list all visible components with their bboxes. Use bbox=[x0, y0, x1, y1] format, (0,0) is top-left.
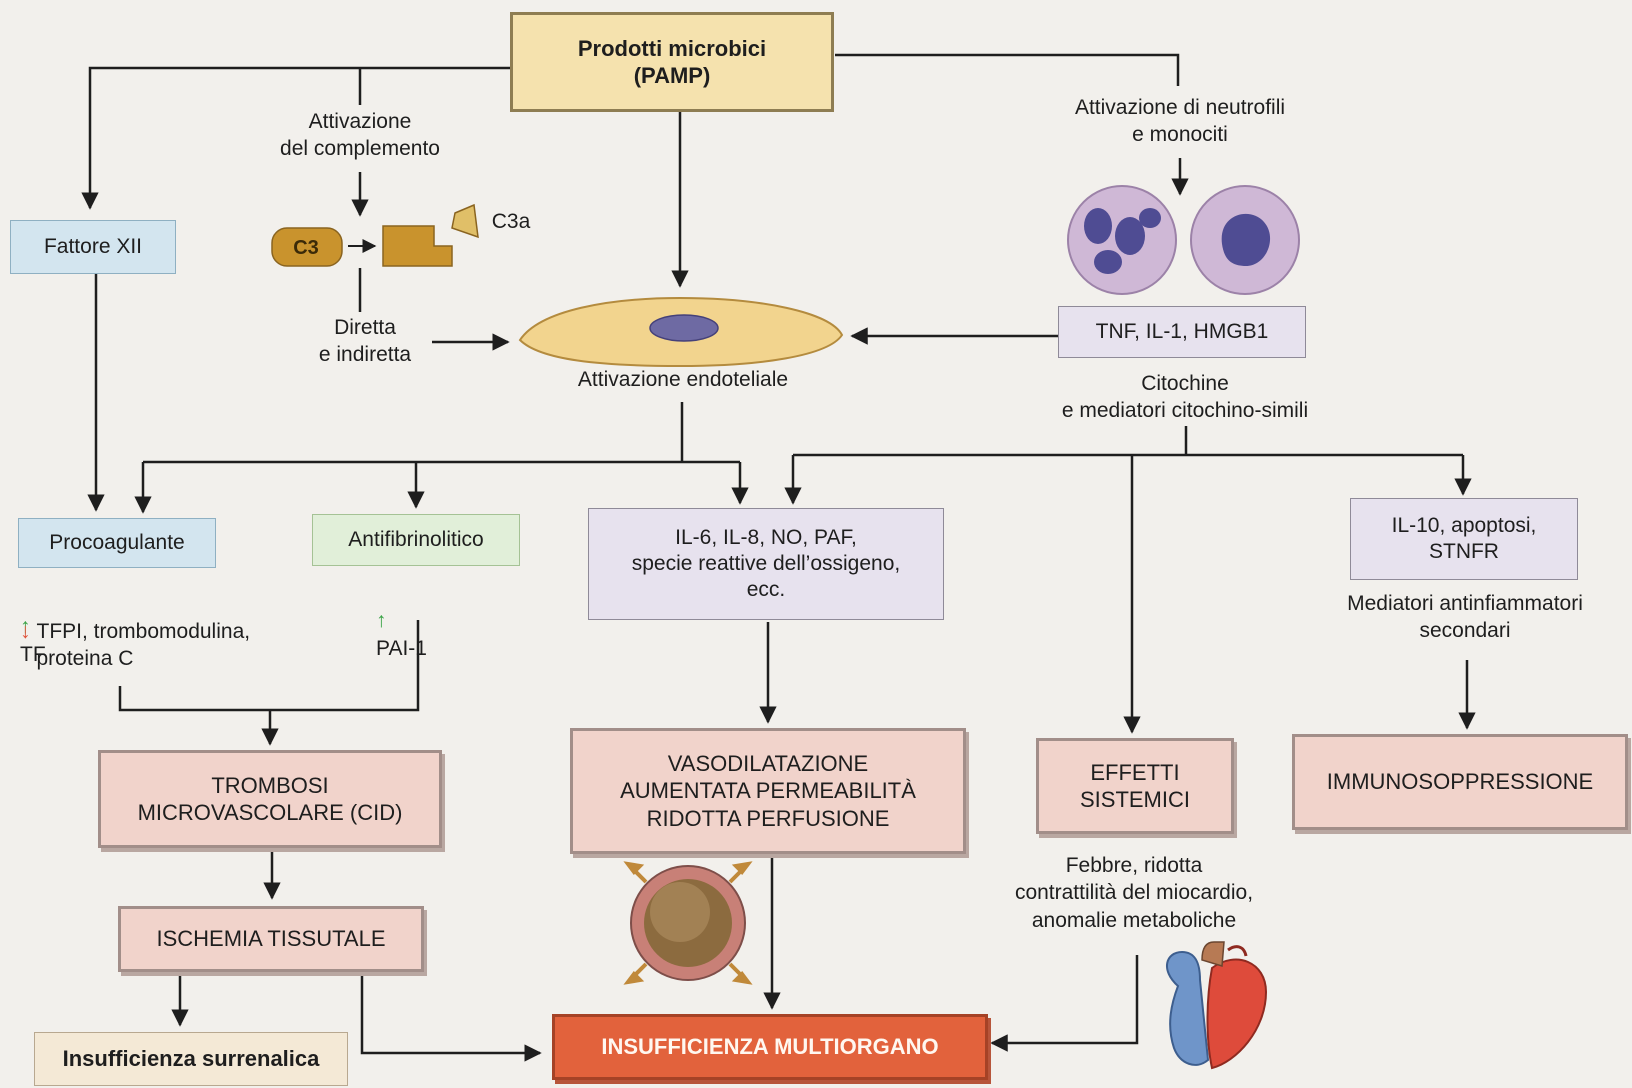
procoagulant-box: Procoagulante bbox=[18, 518, 216, 568]
cytokine-label: Citochine e mediatori citochino-simili bbox=[1061, 372, 1309, 423]
mediators-box: IL-6, IL-8, NO, PAF, specie reattive del… bbox=[588, 508, 944, 620]
antifibrinolytic-box: Antifibrinolitico bbox=[312, 514, 520, 566]
antifibrinolytic-effects: ↑ PAI-1 bbox=[376, 580, 516, 662]
fattore-xii-box: Fattore XII bbox=[10, 220, 176, 274]
c3-label: C3 bbox=[293, 237, 319, 259]
anti-inflammatory-box: IL-10, apoptosi, STNFR bbox=[1350, 498, 1578, 580]
leukocyte-illustration bbox=[1067, 185, 1300, 295]
c3-molecule bbox=[271, 227, 343, 267]
vessel-illustration bbox=[623, 861, 753, 985]
vasodilation-box: VASODILATAZIONE AUMENTATA PERMEABILITÀ R… bbox=[570, 728, 966, 854]
up-arrow-icon: ↑ bbox=[20, 615, 31, 639]
direct-indirect-label: Diretta e indiretta bbox=[318, 316, 412, 367]
pamp-box: Prodotti microbici (PAMP) bbox=[510, 12, 834, 112]
edge-ischemia-mof bbox=[360, 972, 542, 1062]
edge-pamp-neutrophils bbox=[835, 53, 1180, 86]
heart-left-side bbox=[1206, 958, 1268, 1070]
systemic-effects-box: EFFETTI SISTEMICI bbox=[1036, 738, 1234, 834]
thrombosis-box: TROMBOSI MICROVASCOLARE (CID) bbox=[98, 750, 442, 848]
down-arrow-icon: ↓ bbox=[20, 620, 31, 643]
endothelial-activation-label: Attivazione endoteliale bbox=[577, 368, 789, 391]
ischemia-box: ISCHEMIA TISSUTALE bbox=[118, 906, 424, 972]
heart-aorta bbox=[1201, 941, 1225, 967]
procoagulant-effects: ↑ TF bbox=[20, 586, 320, 668]
antifibrinolytic-up-label: PAI-1 bbox=[376, 636, 427, 660]
procoagulant-down-label: TFPI, trombomodulina, proteina C bbox=[36, 620, 251, 671]
heart-right-side bbox=[1166, 950, 1210, 1066]
systemic-effects-label: Febbre, ridotta contrattilità del miocar… bbox=[1014, 854, 1254, 932]
heart-illustration bbox=[1166, 941, 1268, 1070]
c3-cleavage-illustration bbox=[271, 203, 479, 267]
adrenal-insufficiency-box: Insufficienza surrenalica bbox=[34, 1032, 348, 1086]
complement-activation-label: Attivazione del complemento bbox=[280, 110, 440, 161]
edge-pamp-fattore-xii bbox=[81, 66, 510, 210]
c3a-fragment bbox=[451, 203, 479, 239]
neutrophil-activation-label: Attivazione di neutrofili e monociti bbox=[1074, 96, 1286, 147]
cytokine-box: TNF, IL-1, HMGB1 bbox=[1058, 306, 1306, 358]
c3b-fragment bbox=[382, 225, 453, 267]
procoagulant-up-label: TF bbox=[20, 642, 46, 666]
endothelial-nucleus bbox=[649, 314, 719, 342]
edge-systemic-mof bbox=[990, 955, 1139, 1052]
immunosuppression-box: IMMUNOSOPPRESSIONE bbox=[1292, 734, 1628, 830]
anti-inflammatory-label: Mediatori antinfiammatori secondari bbox=[1347, 592, 1583, 643]
multiorgan-failure-box: INSUFFICIENZA MULTIORGANO bbox=[552, 1014, 988, 1080]
procoagulant-down-effects: ↓ TFPI, trombomodulina, proteina C bbox=[20, 618, 320, 673]
endothelial-cell-illustration bbox=[518, 296, 844, 368]
c3a-label: C3a bbox=[491, 210, 531, 233]
up-arrow-icon: ↑ bbox=[376, 609, 387, 633]
